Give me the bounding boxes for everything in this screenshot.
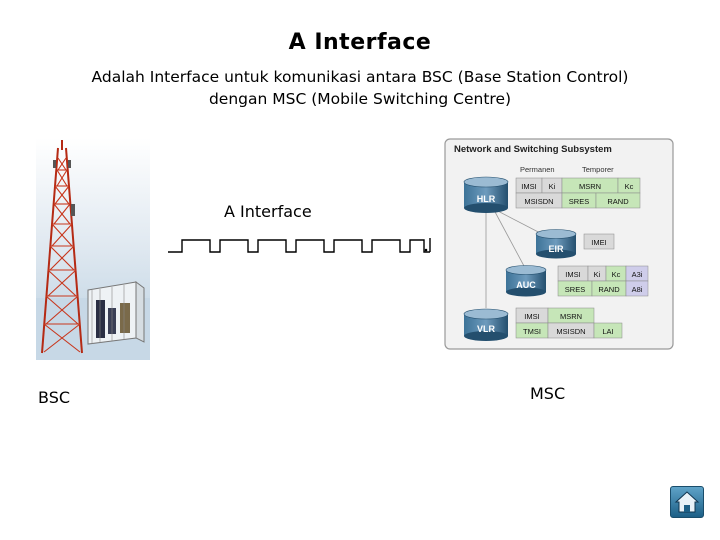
description: Adalah Interface untuk komunikasi antara… [40,66,680,110]
a-interface-signal [168,238,431,253]
hlr-cell: MSISDN [524,197,553,206]
nss-panel: Network and Switching Subsystem Permanen… [444,138,674,350]
auc-table: IMSI Ki Kc A3i SRES RAND A8i [557,265,649,297]
hlr-table: IMSI Ki MSRN Kc MSISDN SRES RAND [515,177,641,209]
description-line-2: dengan MSC (Mobile Switching Centre) [208,90,512,108]
vlr-cell: MSRN [560,312,582,321]
vlr-cell: IMSI [524,312,539,321]
auc-cell: A8i [632,285,643,294]
vlr-label: VLR [477,324,496,334]
hlr-cell: Ki [549,182,556,191]
hlr-cell: MSRN [579,182,601,191]
page-title: A Interface [288,30,432,55]
auc-cell: A3i [632,270,643,279]
auc-label: AUC [516,280,536,290]
bts-shelter [87,281,145,345]
auc-cell: Ki [594,270,601,279]
bsc-tower-image [36,138,150,360]
hlr-label: HLR [477,194,496,204]
home-button[interactable] [670,486,704,518]
auc-cell: IMSI [565,270,580,279]
bsc-label: BSC [38,388,71,407]
eir-label: EIR [548,244,564,254]
vlr-table: IMSI MSRN TMSI MSISDN LAI [515,307,623,339]
vlr-cell: TMSI [523,327,541,336]
auc-database: AUC [505,265,547,297]
vlr-cell: LAI [602,327,613,336]
vlr-database: VLR [463,308,509,341]
a-interface-label: A Interface [224,202,312,221]
hlr-database: HLR [463,176,509,213]
tower-lattice [43,157,81,353]
msc-label: MSC [530,384,566,403]
description-line-1: Adalah Interface untuk komunikasi antara… [91,68,629,86]
hlr-cell: SRES [569,197,589,206]
auc-cell: RAND [598,285,620,294]
hlr-cell: Kc [625,182,634,191]
auc-cell: SRES [565,285,585,294]
hlr-cell: RAND [607,197,629,206]
col-permanen: Permanen [520,165,555,174]
hlr-cell: IMSI [521,182,536,191]
home-icon [674,491,700,513]
col-temporer: Temporer [582,165,614,174]
eir-database: EIR [535,229,577,259]
nss-title: Network and Switching Subsystem [454,144,612,155]
vlr-cell: MSISDN [556,327,585,336]
auc-cell: Kc [612,270,621,279]
eir-cell: IMEI [591,238,606,247]
